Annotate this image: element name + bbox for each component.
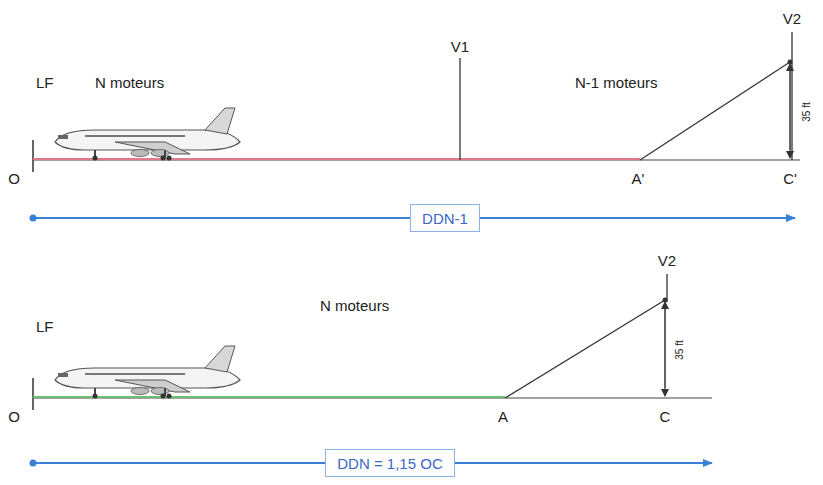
- distance-label: DDN-1: [422, 210, 468, 227]
- distance-label: DDN = 1,15 OC: [337, 455, 442, 472]
- speed-label: V2: [783, 11, 801, 26]
- distance-box: DDN = 1,15 OC: [325, 449, 455, 477]
- phase-label: N moteurs: [320, 298, 389, 313]
- distance-box: DDN-1: [410, 204, 480, 232]
- axis-label: LF: [36, 75, 54, 90]
- phase-label: N moteurs: [95, 75, 164, 90]
- axis-label: LF: [36, 319, 54, 334]
- speed-label: V2: [658, 253, 676, 268]
- point-label: C: [660, 409, 671, 424]
- point-label: C': [783, 171, 797, 186]
- origin-label: O: [8, 409, 20, 424]
- speed-label: V1: [451, 39, 469, 54]
- height-label: 35 ft: [675, 339, 685, 360]
- point-label: A: [498, 409, 508, 424]
- phase-label: N-1 moteurs: [575, 75, 658, 90]
- origin-label: O: [8, 171, 20, 186]
- point-label: A': [632, 171, 645, 186]
- height-label: 35 ft: [802, 101, 812, 122]
